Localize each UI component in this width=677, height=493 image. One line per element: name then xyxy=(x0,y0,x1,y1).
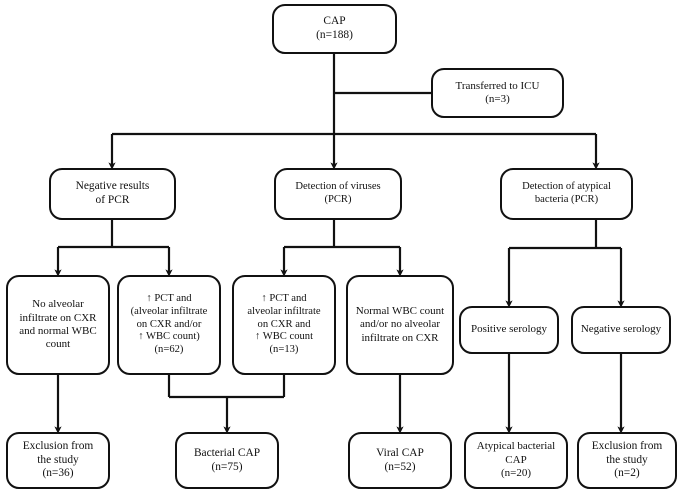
node-excl_2: Exclusion from the study (n=2) xyxy=(577,432,677,489)
node-atyp_pcr: Detection of atypical bacteria (PCR) xyxy=(500,168,633,220)
node-icu: Transferred to ICU (n=3) xyxy=(431,68,564,118)
node-label-neg_sero: Negative serology xyxy=(580,323,662,336)
node-cap: CAP (n=188) xyxy=(272,4,397,54)
node-bact_cap: Bacterial CAP (n=75) xyxy=(175,432,279,489)
node-viral_cap: Viral CAP (n=52) xyxy=(348,432,452,489)
node-label-normal_wbc: Normal WBC count and/or no alveolar infi… xyxy=(355,304,445,344)
node-label-excl_36: Exclusion from the study (n=36) xyxy=(22,439,94,480)
node-pct_13: ↑ PCT and alveolar infiltrate on CXR and… xyxy=(232,275,336,375)
node-neg_sero: Negative serology xyxy=(571,306,671,354)
node-label-no_infiltrate: No alveolar infiltrate on CXR and normal… xyxy=(19,298,97,351)
node-atyp_cap: Atypical bacterial CAP (n=20) xyxy=(464,432,568,489)
node-label-icu: Transferred to ICU (n=3) xyxy=(455,79,540,105)
node-virus_pcr: Detection of viruses (PCR) xyxy=(274,168,402,220)
node-label-atyp_pcr: Detection of atypical bacteria (PCR) xyxy=(522,181,611,205)
node-no_infiltrate: No alveolar infiltrate on CXR and normal… xyxy=(6,275,110,375)
node-label-pos_sero: Positive serology xyxy=(470,323,548,336)
node-pos_sero: Positive serology xyxy=(459,306,559,354)
node-label-neg_pcr: Negative results of PCR xyxy=(75,180,150,206)
node-label-excl_2: Exclusion from the study (n=2) xyxy=(591,439,663,480)
node-label-virus_pcr: Detection of viruses (PCR) xyxy=(295,181,381,205)
node-label-atyp_cap: Atypical bacterial CAP (n=20) xyxy=(476,440,556,480)
node-label-cap: CAP (n=188) xyxy=(316,15,353,41)
node-excl_36: Exclusion from the study (n=36) xyxy=(6,432,110,489)
node-label-bact_cap: Bacterial CAP (n=75) xyxy=(193,446,261,473)
node-pct_62: ↑ PCT and (alveolar infiltrate on CXR an… xyxy=(117,275,221,375)
node-label-pct_62: ↑ PCT and (alveolar infiltrate on CXR an… xyxy=(130,292,208,356)
node-label-viral_cap: Viral CAP (n=52) xyxy=(376,446,424,473)
node-normal_wbc: Normal WBC count and/or no alveolar infi… xyxy=(346,275,454,375)
node-label-pct_13: ↑ PCT and alveolar infiltrate on CXR and… xyxy=(247,292,321,356)
node-neg_pcr: Negative results of PCR xyxy=(49,168,176,220)
